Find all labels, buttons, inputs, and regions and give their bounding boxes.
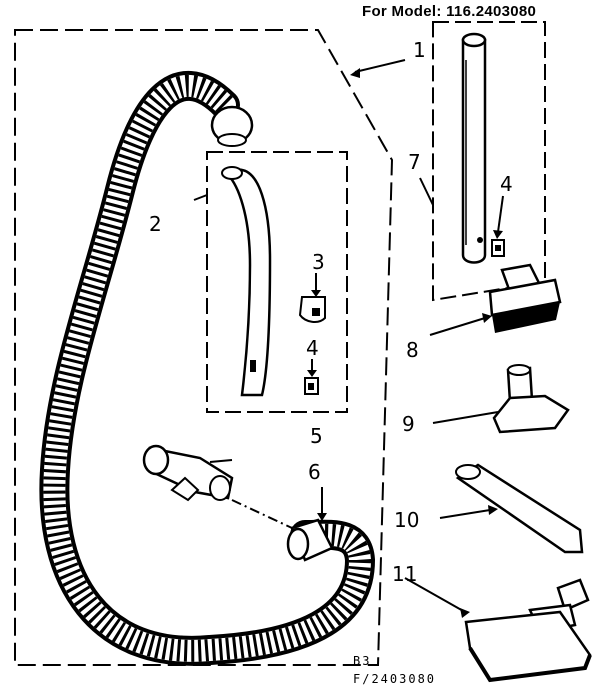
callout-9: 9 — [402, 412, 415, 436]
callout-4-lower: 4 — [306, 336, 319, 360]
callout-4-upper: 4 — [500, 172, 513, 196]
part-2-curved-tube — [221, 166, 272, 397]
part-5-connector — [142, 444, 234, 502]
callout-6: 6 — [308, 460, 321, 484]
part-10-crevice-tool — [439, 463, 584, 554]
leader-2 — [193, 194, 208, 201]
hose — [39, 70, 376, 666]
part-4-latch-upper — [491, 195, 505, 257]
connection-line — [231, 499, 293, 529]
leader-1 — [354, 59, 406, 73]
page-code: B3 — [353, 654, 372, 668]
callout-11: 11 — [392, 562, 418, 586]
callout-10: 10 — [394, 508, 420, 532]
callout-1: 1 — [413, 38, 426, 62]
part-3-clip — [298, 273, 326, 323]
callout-7: 7 — [408, 150, 421, 174]
part-8-dusting-brush — [429, 263, 562, 336]
part-6-hose-cuff — [286, 487, 334, 562]
hose-cuff-top — [210, 105, 254, 147]
callout-3: 3 — [312, 250, 325, 274]
hose-tube-group-box — [206, 151, 348, 413]
figure-code: F/2403080 — [353, 672, 437, 686]
callout-8: 8 — [406, 338, 419, 362]
callout-2: 2 — [149, 212, 162, 236]
model-number-label: For Model: 116.2403080 — [362, 3, 537, 20]
leader-7 — [419, 177, 434, 206]
outer-group-boundary — [14, 29, 394, 666]
wand-group-box — [432, 21, 546, 302]
part-4-latch-lower — [304, 359, 319, 395]
part-1-wand — [461, 32, 487, 264]
part-11-floor-tool — [404, 577, 592, 683]
part-9-upholstery-tool — [432, 364, 570, 434]
callout-5: 5 — [310, 424, 323, 448]
